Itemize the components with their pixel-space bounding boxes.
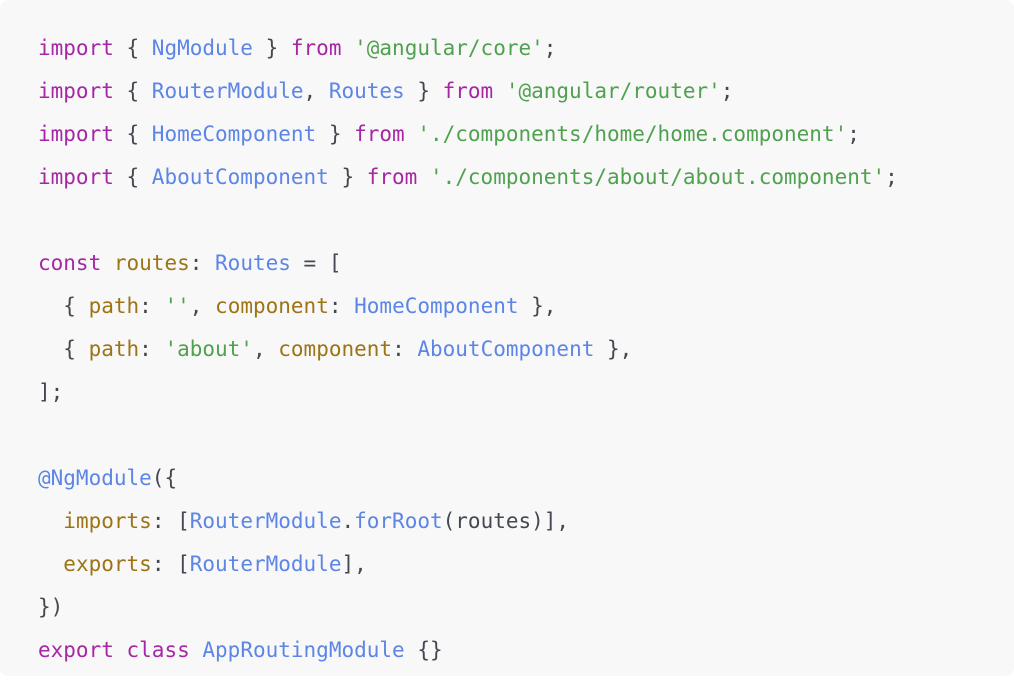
code-token-keyword: const [38, 251, 102, 275]
code-token-punctuation: ; [847, 122, 860, 146]
code-token-keyword: from [366, 165, 418, 189]
code-token-identifier: AppRoutingModule [202, 638, 405, 662]
code-token-identifier: NgModule [151, 36, 253, 60]
code-token-keyword: from [442, 79, 494, 103]
code-line: import { HomeComponent } from './compone… [38, 113, 990, 156]
code-line: @NgModule({ [38, 457, 990, 500]
code-token-keyword: export [38, 638, 114, 662]
code-line: export class AppRoutingModule {} [38, 629, 990, 672]
code-token-punctuation [101, 251, 114, 275]
code-token-punctuation: . [341, 509, 355, 533]
code-token-identifier: RouterModule [151, 79, 304, 103]
code-token-property: imports [63, 509, 152, 533]
code-token-punctuation: } [252, 36, 291, 60]
code-token-property: component [215, 294, 329, 318]
code-token-punctuation: }, [594, 337, 633, 361]
code-token-identifier: Routes [215, 251, 291, 275]
code-block: import { NgModule } from '@angular/core'… [38, 27, 990, 672]
code-token-punctuation: { [113, 122, 152, 146]
code-token-punctuation [38, 552, 63, 576]
code-token-punctuation: : [189, 251, 216, 275]
code-line: import { AboutComponent } from './compon… [38, 156, 990, 199]
code-token-punctuation: ]; [38, 380, 64, 404]
code-token-punctuation [417, 165, 430, 189]
code-token-property: exports [63, 552, 152, 576]
code-token-identifier: Routes [328, 79, 405, 103]
code-token-keyword: import [38, 122, 114, 146]
code-token-punctuation: } [328, 165, 367, 189]
code-token-punctuation [493, 79, 506, 103]
code-token-punctuation: { [113, 165, 152, 189]
code-token-punctuation: : [ [151, 552, 190, 576]
code-token-identifier: RouterModule [189, 552, 342, 576]
code-token-keyword: from [290, 36, 342, 60]
code-token-keyword: import [38, 165, 114, 189]
code-token-identifier: RouterModule [189, 509, 342, 533]
code-token-property: routes [113, 251, 190, 275]
code-token-punctuation: ; [543, 36, 557, 60]
code-token-string: 'about' [164, 337, 253, 361]
code-token-punctuation: (routes)], [442, 509, 570, 533]
code-token-keyword: from [354, 122, 405, 146]
code-token-punctuation: , [189, 294, 216, 318]
code-line: { path: '', component: HomeComponent }, [38, 285, 990, 328]
code-token-identifier: AboutComponent [151, 165, 329, 189]
code-line: { path: 'about', component: AboutCompone… [38, 328, 990, 371]
code-token-punctuation: ], [341, 552, 367, 576]
code-token-punctuation: : [392, 337, 418, 361]
code-token-identifier: @NgModule [38, 466, 152, 490]
code-line: imports: [RouterModule.forRoot(routes)], [38, 500, 990, 543]
code-token-property: path [88, 294, 140, 318]
code-line: exports: [RouterModule], [38, 543, 990, 586]
code-token-punctuation [190, 638, 203, 662]
code-token-punctuation: : [ [151, 509, 190, 533]
code-token-string: './components/home/home.component' [417, 122, 848, 146]
code-content: import { NgModule } from '@angular/core'… [38, 27, 990, 672]
code-line [38, 199, 990, 242]
code-token-punctuation: ({ [151, 466, 178, 490]
code-token-keyword: import [38, 36, 114, 60]
code-token-string: '' [164, 294, 190, 318]
code-line: import { RouterModule, Routes } from '@a… [38, 70, 990, 113]
code-line: ]; [38, 371, 990, 414]
code-token-keyword: import [38, 79, 114, 103]
code-token-identifier: forRoot [354, 509, 443, 533]
code-token-property: component [278, 337, 393, 361]
code-token-punctuation: }, [518, 294, 557, 318]
code-token-punctuation: ; [720, 79, 734, 103]
code-token-punctuation [114, 638, 127, 662]
code-token-punctuation: : [328, 294, 355, 318]
code-line [38, 414, 990, 457]
code-token-string: './components/about/about.component' [429, 165, 886, 189]
code-token-punctuation: , [252, 337, 279, 361]
code-token-punctuation [341, 36, 354, 60]
code-token-punctuation: ; [885, 165, 898, 189]
code-token-punctuation: {} [404, 638, 443, 662]
code-token-identifier: HomeComponent [151, 122, 317, 146]
code-token-punctuation: { [113, 36, 152, 60]
code-token-property: path [88, 337, 140, 361]
code-token-string: '@angular/core' [354, 36, 544, 60]
code-token-punctuation: { [113, 79, 152, 103]
code-token-punctuation: }) [38, 595, 64, 619]
code-token-punctuation: } [316, 122, 355, 146]
code-token-identifier: HomeComponent [354, 294, 519, 318]
code-token-keyword: class [126, 638, 190, 662]
code-token-string: '@angular/router' [505, 79, 721, 103]
code-token-punctuation: } [404, 79, 443, 103]
code-line: import { NgModule } from '@angular/core'… [38, 27, 990, 70]
code-token-identifier: AboutComponent [417, 337, 595, 361]
code-token-punctuation: { [38, 294, 89, 318]
code-token-punctuation: : [139, 337, 165, 361]
code-token-punctuation: , [303, 79, 329, 103]
code-line: const routes: Routes = [ [38, 242, 990, 285]
code-token-punctuation [405, 122, 418, 146]
code-line: }) [38, 586, 990, 629]
code-token-punctuation: { [38, 337, 89, 361]
code-token-punctuation [38, 509, 63, 533]
code-token-punctuation: : [139, 294, 165, 318]
code-token-punctuation: = [ [290, 251, 342, 275]
